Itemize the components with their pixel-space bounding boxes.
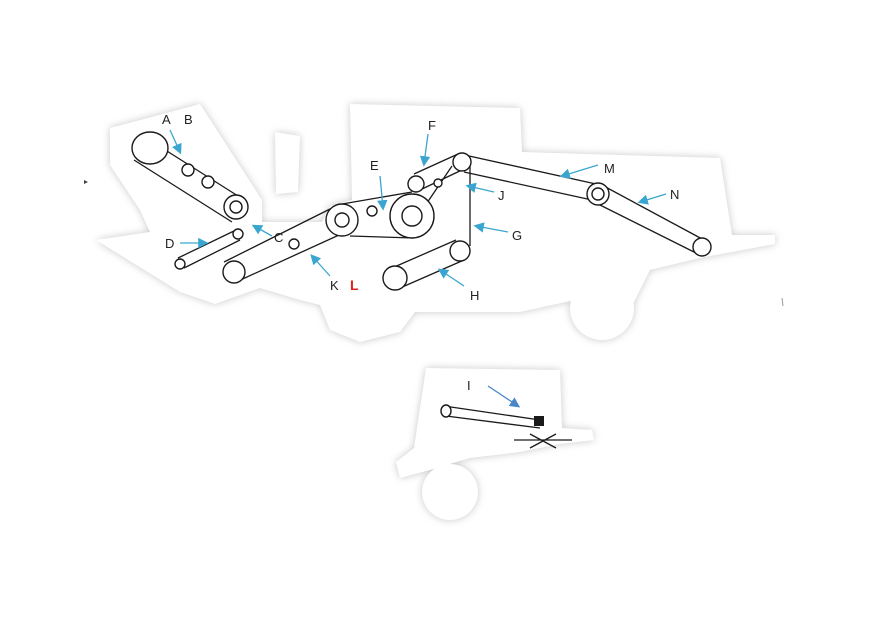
edge-mark-left xyxy=(84,180,88,184)
pulley-j-idler xyxy=(433,178,443,188)
combine-silhouette xyxy=(96,104,775,342)
pulley-c-idler xyxy=(288,238,300,250)
belt-m xyxy=(459,153,597,201)
pulley-beater-hub xyxy=(334,212,350,228)
pulley-d-lower xyxy=(174,258,186,270)
label-m: M xyxy=(604,161,615,176)
pulley-m-hub xyxy=(591,187,605,201)
label-d: D xyxy=(165,236,174,251)
label-l: L xyxy=(350,277,359,293)
belt-e xyxy=(341,191,415,239)
label-k: K xyxy=(330,278,339,293)
pulley-g-lower xyxy=(449,240,471,262)
belt-h xyxy=(391,239,465,289)
label-h: H xyxy=(470,288,479,303)
belt-n xyxy=(593,183,705,255)
label-c: C xyxy=(274,230,283,245)
label-j: J xyxy=(498,188,505,203)
pulley-idler-a xyxy=(181,163,195,177)
arrow-i xyxy=(487,385,521,408)
pulley-drum-hub xyxy=(401,205,423,227)
arrow-e xyxy=(377,175,388,211)
pulley-idler-b xyxy=(201,175,215,189)
pointer-arrows xyxy=(169,129,667,408)
arrow-a xyxy=(169,129,182,155)
pulley-feeder xyxy=(222,260,246,284)
arrow-f xyxy=(419,133,431,167)
label-g: G xyxy=(512,228,522,243)
arrow-n xyxy=(637,193,667,205)
pulley-d-upper xyxy=(232,228,244,240)
label-n: N xyxy=(670,187,679,202)
belt-c xyxy=(223,205,351,283)
label-b: B xyxy=(184,112,193,127)
label-f: F xyxy=(428,118,436,133)
label-e: E xyxy=(370,158,379,173)
pulley-f xyxy=(407,175,425,193)
arrow-g xyxy=(473,222,509,233)
arrow-j xyxy=(465,182,495,193)
edge-mark-right xyxy=(781,297,784,307)
pulley-i-left xyxy=(440,404,452,418)
letter-labels: A B C D E F G H I J K L M N xyxy=(162,112,679,393)
label-a: A xyxy=(162,112,171,127)
pulleys xyxy=(131,131,712,291)
arrow-c xyxy=(251,224,273,237)
arrow-m xyxy=(559,164,599,179)
pulley-i-right xyxy=(534,416,544,426)
label-i: I xyxy=(467,378,471,393)
lower-detail-silhouette xyxy=(396,368,594,520)
belt-i xyxy=(443,405,541,429)
pulley-top xyxy=(452,152,472,172)
pulley-e-idler xyxy=(366,205,378,217)
pulley-h xyxy=(382,265,408,291)
pulley-n xyxy=(692,237,712,257)
spreader-blades xyxy=(514,433,572,449)
arrow-k xyxy=(310,254,331,277)
pulley-header-left xyxy=(131,131,169,165)
lower-detail-parts xyxy=(440,404,572,449)
pulley-header-right-hub xyxy=(229,200,243,214)
arrow-h xyxy=(437,268,465,287)
